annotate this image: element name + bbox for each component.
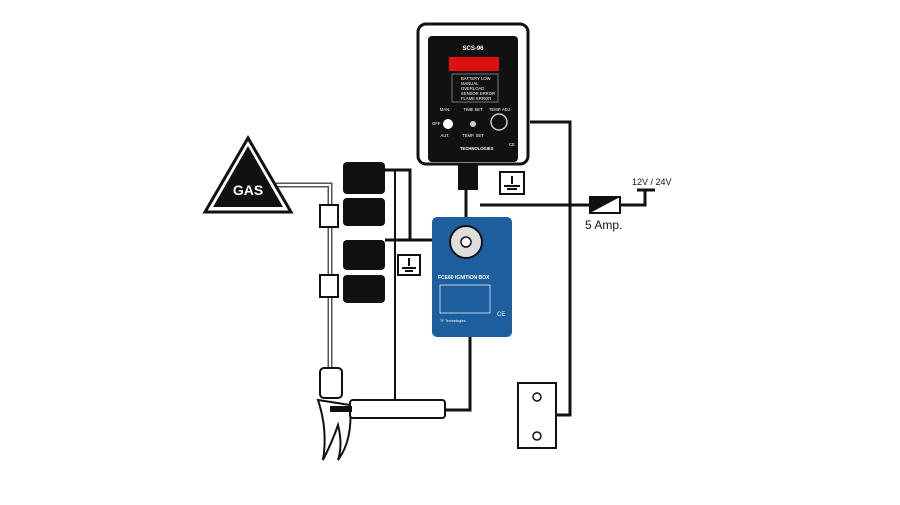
indicator-battery-low: BATTERY LOW (461, 76, 491, 81)
ignition-box-brand: TF Technologies (440, 319, 466, 323)
temp-adj-knob[interactable] (490, 113, 508, 131)
man-label: MAN. (440, 107, 450, 112)
temperature-sensor (517, 382, 557, 449)
fce60-ignition-box: FCE60 IGNITION BOX TF Technologies CE (432, 217, 512, 337)
gas-warning-sign: GAS (202, 135, 294, 214)
spark-plug (330, 399, 446, 419)
time-set-button[interactable] (470, 121, 476, 127)
ignition-box-title: FCE60 IGNITION BOX (438, 275, 490, 281)
indicator-flame-error: FLAME ERROR (461, 96, 491, 101)
ground-symbols (397, 171, 525, 276)
wires (275, 120, 647, 417)
controller-model: SCS-96 (462, 46, 484, 52)
voltage-label: 12V / 24V (632, 177, 672, 187)
indicator-sensor-error: SENSOR ERROR (461, 91, 495, 96)
temp-adj-label: TEMP. ADJ. (489, 107, 511, 112)
scs96-controller: SCS-96 BATTERY LOW MANUAL OVERLOAD SENSO… (416, 22, 530, 190)
gas-label: GAS (233, 182, 263, 198)
indicator-overload: OVERLOAD (461, 86, 484, 91)
temperature-display (449, 57, 499, 71)
temp-set-label: TEMP. SET (462, 133, 484, 138)
fuse-label: 5 Amp. (585, 218, 622, 232)
aut-label: AUT. (440, 133, 449, 138)
mode-switch[interactable] (443, 119, 453, 129)
off-label: OFF (432, 121, 441, 126)
ignition-box-ce-mark: CE (497, 312, 505, 318)
power-supply: 5 Amp. 12V / 24V (585, 177, 672, 232)
time-set-label: TIME SET (463, 107, 483, 112)
flame-icon (316, 398, 352, 461)
controller-ce-mark: CE (509, 142, 515, 147)
indicator-manual: MANUAL (461, 81, 479, 86)
controller-brand: TECHNOLOGIES (460, 146, 494, 151)
gas-valves (316, 162, 385, 461)
